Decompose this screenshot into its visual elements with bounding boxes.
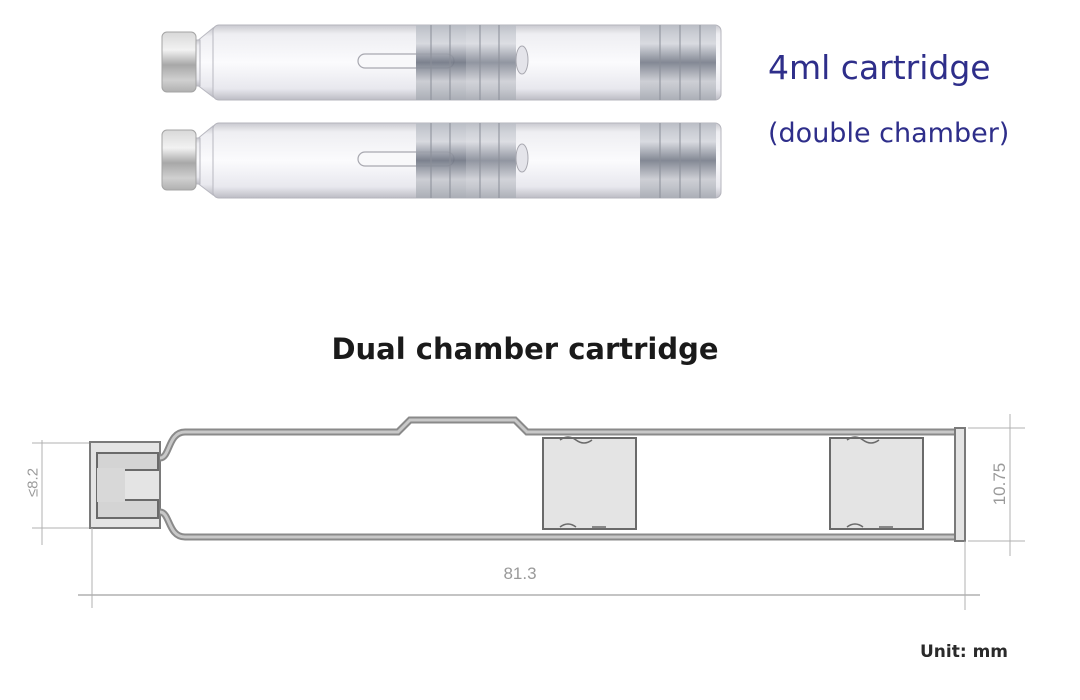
cartridge-photo-1 — [161, 24, 722, 101]
technical-drawing — [32, 414, 1025, 610]
product-heading: 4ml cartridge — [768, 48, 991, 87]
unit-label: Unit: mm — [920, 642, 1009, 662]
length-dimension-label: 81.3 — [503, 564, 537, 583]
outer-diameter-dimension-label: 10.75 — [990, 462, 1009, 506]
cartridge-photo-2 — [161, 122, 722, 199]
product-subheading: (double chamber) — [768, 118, 1010, 149]
diameter-dimension-label: ≤8.2 — [24, 467, 42, 498]
diagram-title: Dual chamber cartridge — [331, 332, 719, 366]
